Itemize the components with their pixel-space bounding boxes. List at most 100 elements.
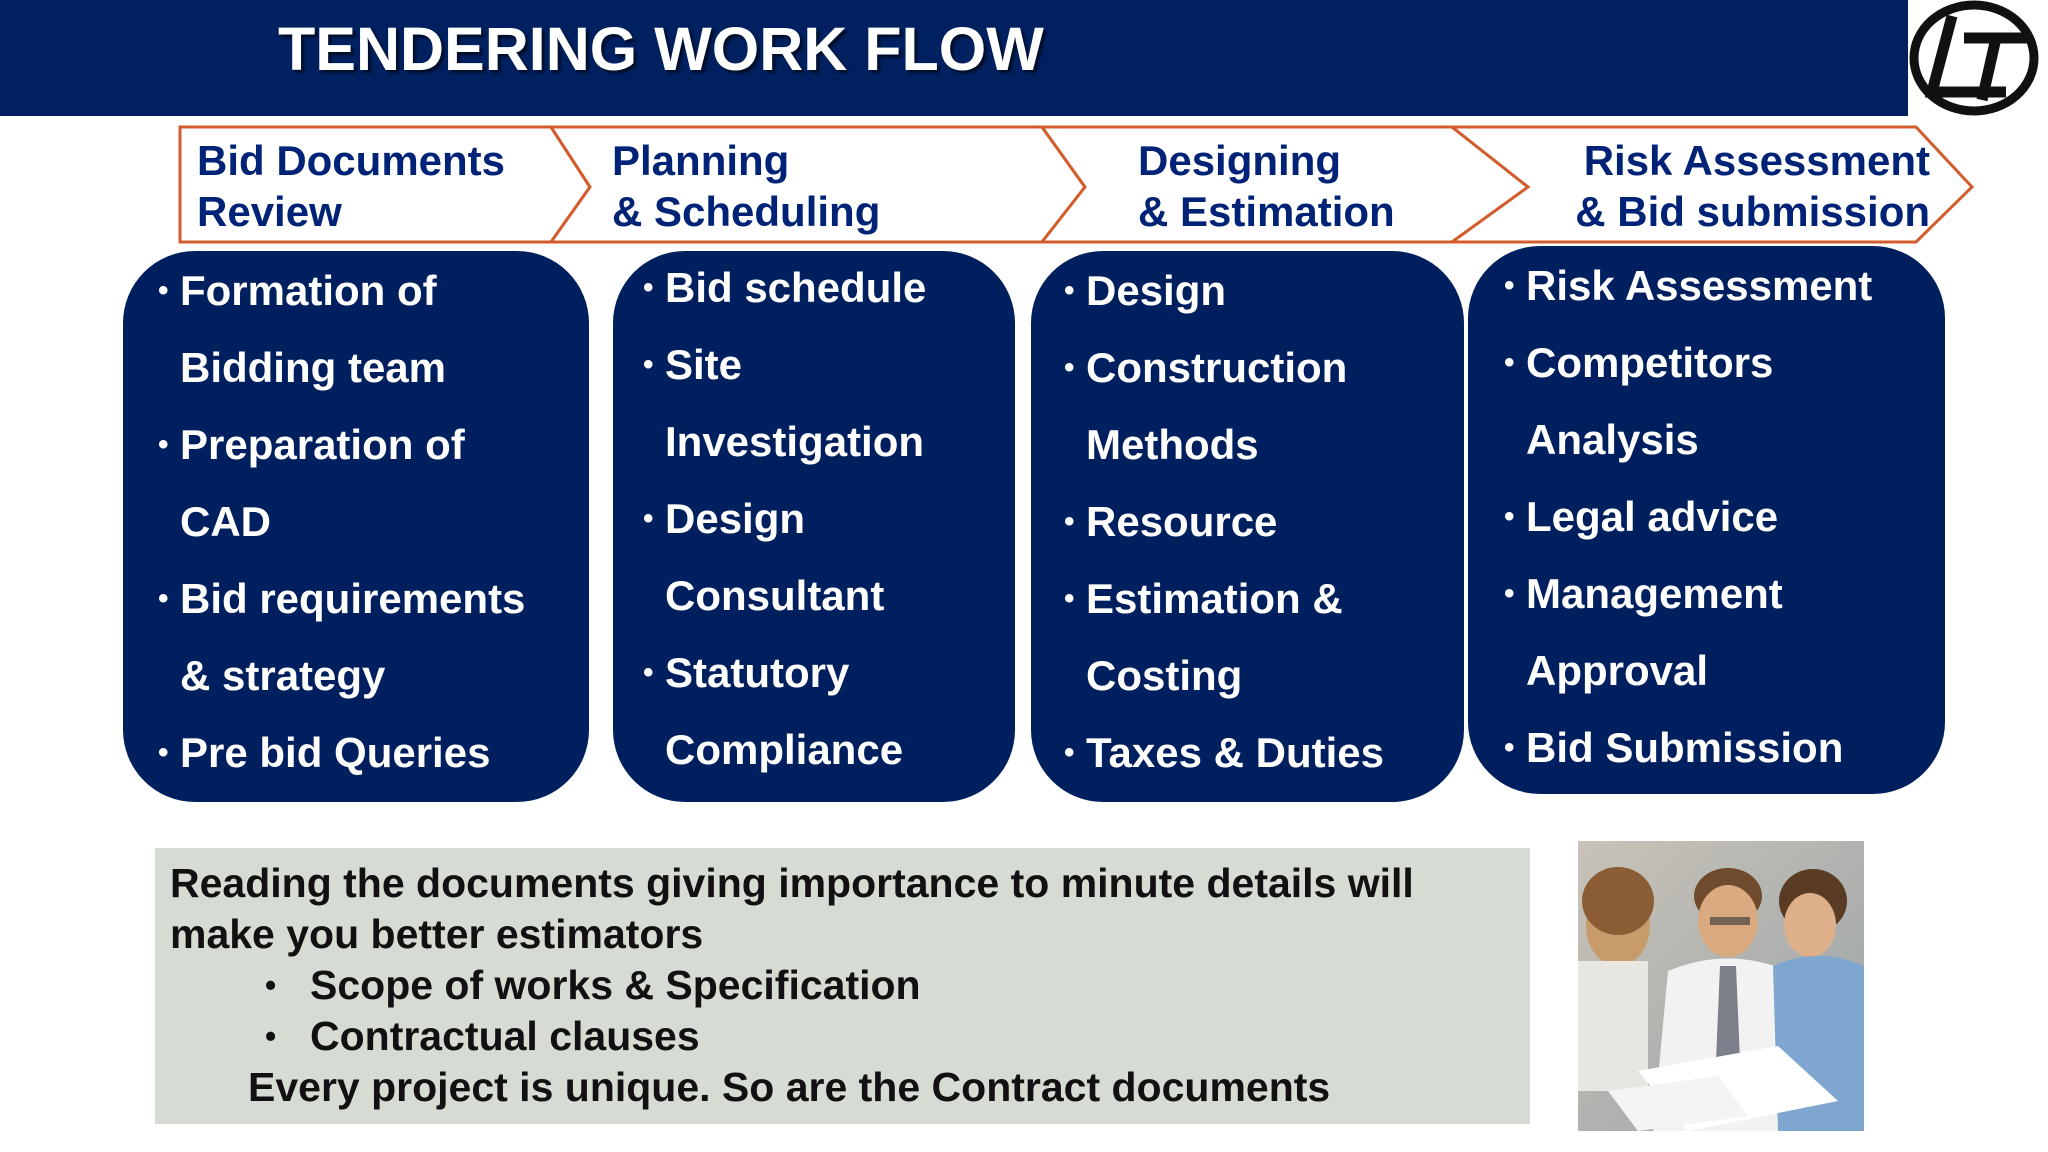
bullet-icon: • <box>265 1018 277 1054</box>
bullet-icon: • <box>158 428 169 461</box>
list-item-text: Analysis <box>1526 416 1699 463</box>
list-item-text: Bidding team <box>180 344 447 391</box>
list-item-text: & strategy <box>180 652 386 699</box>
list-item-text: Costing <box>1086 652 1243 699</box>
stage-label-line: & Bid submission <box>1575 188 1930 235</box>
bullet-icon: • <box>1064 736 1075 769</box>
stage-label-line: Risk Assessment <box>1583 137 1930 184</box>
stage-label-risk-assessment-bid-submission: Risk Assessment & Bid submission <box>1570 135 1930 237</box>
bullet-icon: • <box>1064 274 1075 307</box>
list-item: • Preparation of <box>158 406 525 483</box>
list-item-text: Compliance <box>665 726 904 773</box>
note-bullet-contractual: •Contractual clauses <box>170 1011 1414 1062</box>
bullet-icon: • <box>643 348 654 381</box>
list-item-text: Consultant <box>665 572 885 619</box>
photo-illustration <box>1578 841 1864 1131</box>
list-item: • Site <box>643 326 926 403</box>
bullet-icon: • <box>643 502 654 535</box>
list-item: • Resource <box>1064 483 1384 560</box>
list-item-text: Bid schedule <box>665 264 927 311</box>
list-item-text: Pre bid Queries <box>180 729 491 776</box>
bullet-icon: • <box>158 582 169 615</box>
list-item: • Pre bid Queries <box>158 714 525 791</box>
bullet-icon: • <box>1504 500 1515 533</box>
chevron-stage-4 <box>1447 125 1975 244</box>
note-bullet-scope: • Scope of works & Specification <box>170 960 1414 1011</box>
title-bar: TENDERING WORK FLOW <box>0 0 1908 116</box>
list-item: • Formation of <box>158 252 525 329</box>
list-item-text: Design <box>665 495 806 542</box>
list-item: • Bid schedule <box>643 251 926 326</box>
list-item-text: Legal advice <box>1526 493 1779 540</box>
list-item-text: Taxes & Duties <box>1086 729 1384 776</box>
list-item: • Risk Assessment <box>1504 247 1872 324</box>
stage-label-planning-scheduling: Planning & Scheduling <box>612 135 880 237</box>
list-item-text: Formation of <box>180 267 437 314</box>
list-item: Investigation <box>643 403 926 480</box>
bullet-icon: • <box>158 736 169 769</box>
list-item-text: Approval <box>1526 647 1709 694</box>
bullet-icon: • <box>643 656 654 689</box>
list-item: • Construction <box>1064 329 1384 406</box>
bullet-icon: • <box>1504 346 1515 379</box>
stage-label-line: & Scheduling <box>612 188 881 235</box>
list-item: Consultant <box>643 557 926 634</box>
list-item: • Estimation & <box>1064 560 1384 637</box>
bullet-icon: • <box>1504 269 1515 302</box>
list-item-text: Estimation & <box>1086 575 1343 622</box>
list-item-text: Risk Assessment <box>1526 262 1873 309</box>
stage-box-bid-documents-review: • Formation of Bidding team • Preparation … <box>123 251 589 802</box>
bullet-icon: • <box>1064 351 1075 384</box>
stage-box-risk-assessment-bid-submission: • Risk Assessment • Competitors Analysis •… <box>1468 246 1945 794</box>
list-item-text: Management <box>1526 570 1783 617</box>
list-item: Compliance <box>643 711 926 788</box>
list-item-text: Site <box>665 341 743 388</box>
list-item-text: Bid Submission <box>1526 724 1844 771</box>
bullet-icon: • <box>1504 577 1515 610</box>
stage-label-line: Review <box>197 188 342 235</box>
note-closing-line: Every project is unique. So are the Cont… <box>248 1064 1331 1110</box>
stage-label-designing-estimation: Designing & Estimation <box>1138 135 1395 237</box>
lt-logo-icon <box>1909 0 2039 116</box>
bullet-icon: • <box>265 967 277 1003</box>
stage-box-designing-estimation: •Design •Construction Methods •Resource … <box>1031 251 1464 802</box>
list-item: • Taxes & Duties <box>1064 714 1384 791</box>
list-item: Bidding team <box>158 329 525 406</box>
stage-label-line: Designing <box>1138 137 1342 184</box>
bullet-icon: • <box>1064 505 1075 538</box>
list-item: • Legal advice <box>1504 478 1872 555</box>
list-item-text: Competitors <box>1526 339 1774 386</box>
note-line-2: make you better estimators <box>170 911 704 957</box>
estimator-note-box: Reading the documents giving importance … <box>155 848 1530 1124</box>
list-item: • Management <box>1504 555 1872 632</box>
stage-box-planning-scheduling: • Bid schedule • Site Investigation • Desig… <box>613 251 1015 802</box>
list-item-text: Construction <box>1086 344 1348 391</box>
bullet-icon: • <box>643 271 654 304</box>
note-bullet-text: Scope of works & Specification <box>310 962 921 1008</box>
list-item: • Bid requirements <box>158 560 525 637</box>
stage-label-bid-documents-review: Bid Documents Review <box>197 135 505 237</box>
list-item: • Design <box>643 480 926 557</box>
stage-label-line: Bid Documents <box>197 137 506 184</box>
list-item-text: Design <box>1086 267 1227 314</box>
workflow-chevrons <box>178 125 1975 244</box>
list-item: Methods <box>1064 406 1384 483</box>
list-item: & strategy <box>158 637 525 714</box>
bullet-icon: • <box>1064 582 1075 615</box>
list-item: • Statutory <box>643 634 926 711</box>
list-item-text: Preparation of <box>180 421 465 468</box>
list-item-text: Bid requirements <box>180 575 526 622</box>
list-item: • Competitors <box>1504 324 1872 401</box>
list-item: •Bid Submission <box>1504 709 1872 786</box>
list-item: Costing <box>1064 637 1384 714</box>
list-item-text: Investigation <box>665 418 925 465</box>
stage-label-line: Planning <box>612 137 790 184</box>
bullet-icon: • <box>158 274 169 307</box>
list-item-text: Resource <box>1086 498 1278 545</box>
people-reading-documents-photo <box>1578 841 1864 1131</box>
list-item-text: Statutory <box>665 649 850 696</box>
note-text: Reading the documents giving importance … <box>170 858 1414 1113</box>
list-item: Approval <box>1504 632 1872 709</box>
note-line-1: Reading the documents giving importance … <box>170 860 1414 906</box>
list-item: • Design <box>1064 252 1384 329</box>
